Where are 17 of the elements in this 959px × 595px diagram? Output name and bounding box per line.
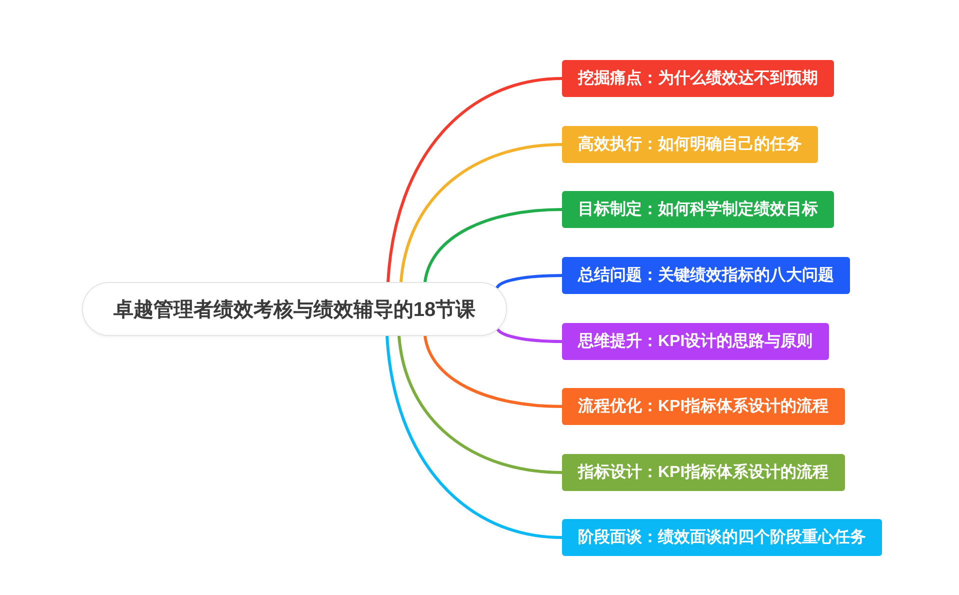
subtopic-box: 总结问题：关键绩效指标的八大问题 <box>562 257 850 294</box>
branch-line <box>386 77 562 282</box>
branch-line <box>424 336 562 408</box>
subtopic-box: 指标设计：KPI指标体系设计的流程 <box>562 454 845 491</box>
subtopic-box: 挖掘痛点：为什么绩效达不到预期 <box>562 60 834 97</box>
main-topic-box: 卓越管理者绩效考核与绩效辅导的18节课 <box>82 282 507 336</box>
subtopic-box: 阶段面谈：绩效面谈的四个阶段重心任务 <box>562 519 882 556</box>
subtopic-box: 高效执行：如何明确自己的任务 <box>562 126 818 163</box>
branch-line <box>386 336 562 539</box>
branch-line <box>398 336 562 474</box>
subtopic-box: 流程优化：KPI指标体系设计的流程 <box>562 388 845 425</box>
branch-line <box>496 274 562 289</box>
branch-line <box>400 143 562 282</box>
subtopic-box: 思维提升：KPI设计的思路与原则 <box>562 323 829 360</box>
branch-line <box>424 208 562 282</box>
branch-line <box>496 327 562 343</box>
subtopic-box: 目标制定：如何科学制定绩效目标 <box>562 191 834 228</box>
